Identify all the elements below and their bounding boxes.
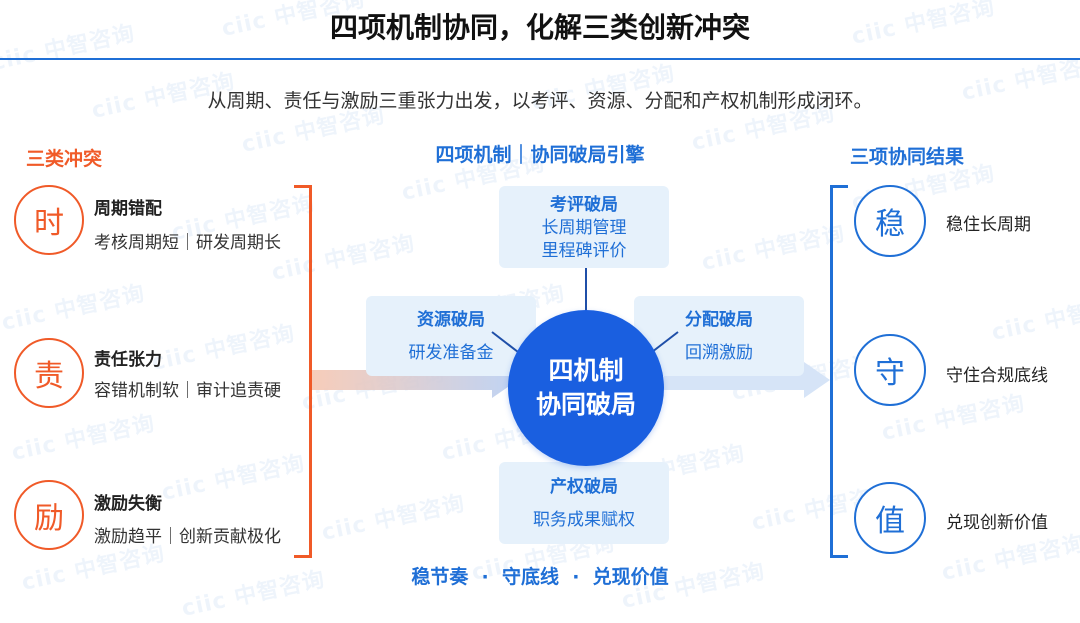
mechanism-detail: 里程碑评价 <box>541 241 627 261</box>
result-value-badge: 值 <box>854 482 926 554</box>
mechanism-resource-box: 资源破局 研发准备金 <box>366 296 536 376</box>
conflict-title: 周期错配 <box>94 199 162 219</box>
mechanism-title: 分配破局 <box>685 310 753 330</box>
page-title: 四项机制协同，化解三类创新冲突 <box>329 11 750 44</box>
title-divider <box>0 58 1080 60</box>
mechanism-title: 考评破局 <box>550 195 618 215</box>
mechanism-hub: 四机制 协同破局 <box>508 310 664 466</box>
mechanism-detail: 长周期管理 <box>541 218 627 238</box>
mechanism-detail: 回溯激励 <box>685 343 753 363</box>
mechanism-title: 资源破局 <box>417 310 485 330</box>
mechanism-detail: 职务成果赋权 <box>533 510 635 530</box>
hub-line: 四机制 <box>548 356 624 385</box>
page-subtitle: 从周期、责任与激励三重张力出发，以考评、资源、分配和产权机制形成闭环。 <box>207 90 873 112</box>
connector-right <box>651 331 679 353</box>
mechanism-evaluation-box: 考评破局 长周期管理 里程碑评价 <box>499 186 669 268</box>
watermark: ciic 中智咨询 <box>269 231 418 286</box>
conflict-title: 激励失衡 <box>94 494 162 514</box>
watermark: ciic 中智咨询 <box>0 281 148 336</box>
watermark: ciic 中智咨询 <box>149 321 298 376</box>
conflict-title: 责任张力 <box>94 350 162 370</box>
conflicts-heading: 三类冲突 <box>26 148 103 170</box>
hub-line: 协同破局 <box>535 390 636 419</box>
watermark: ciic 中智咨询 <box>319 491 468 546</box>
watermark: ciic 中智咨询 <box>9 411 158 466</box>
watermark: ciic 中智咨询 <box>159 451 308 506</box>
slogan: 稳节奏 · 守底线 · 兑现价值 <box>411 566 669 588</box>
mechanism-property-box: 产权破局 职务成果赋权 <box>499 462 669 544</box>
mechanism-title: 产权破局 <box>550 477 618 497</box>
watermark: ciic 中智咨询 <box>699 221 848 276</box>
mechanism-distribution-box: 分配破局 回溯激励 <box>634 296 804 376</box>
result-guard-badge: 守 <box>854 334 926 406</box>
result-stable-badge: 稳 <box>854 185 926 257</box>
conflict-desc: 激励趋平｜创新贡献极化 <box>94 527 281 547</box>
mechanism-detail: 研发准备金 <box>408 343 494 363</box>
conflict-desc: 考核周期短｜研发周期长 <box>94 233 281 253</box>
conflict-time-badge: 时 <box>14 185 84 255</box>
conflict-desc: 容错机制软｜审计追责硬 <box>94 381 281 401</box>
connector-left <box>491 331 519 353</box>
watermark: ciic 中智咨询 <box>989 291 1080 346</box>
result-label: 兑现创新价值 <box>946 513 1048 533</box>
mechanisms-heading: 四项机制｜协同破局引擎 <box>435 144 645 166</box>
conflict-responsibility-badge: 责 <box>14 338 84 408</box>
result-label: 稳住长周期 <box>946 215 1031 235</box>
connector-top <box>585 268 587 312</box>
results-heading: 三项协同结果 <box>850 146 965 168</box>
result-label: 守住合规底线 <box>946 366 1048 386</box>
conflict-incentive-badge: 励 <box>14 480 84 550</box>
